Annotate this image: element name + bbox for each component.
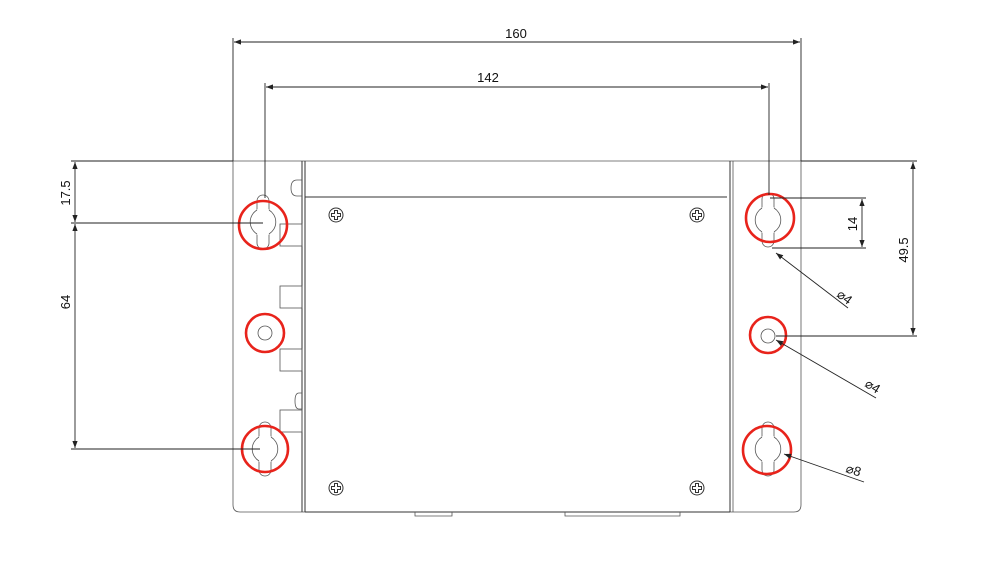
side-connectors	[279, 179, 303, 433]
center-hole-left	[257, 325, 273, 341]
callout-keyhole-diameter: ⌀8	[783, 453, 865, 483]
svg-text:⌀8: ⌀8	[844, 461, 863, 480]
dimension-142: 142	[264, 70, 770, 198]
callout-slot-diameter: ⌀4	[775, 252, 855, 309]
svg-text:142: 142	[477, 70, 499, 85]
dimension-160: 160	[232, 26, 802, 161]
keyhole-bottom-right	[753, 421, 783, 477]
screw-icon	[689, 207, 705, 223]
highlight-circles	[237, 192, 796, 476]
screw-icon	[328, 207, 344, 223]
center-hole-right	[760, 328, 776, 344]
dimension-49-5: 49.5	[776, 160, 917, 337]
screw-icon	[328, 480, 344, 496]
svg-text:⌀4: ⌀4	[862, 376, 883, 397]
mounting-plate	[232, 160, 802, 513]
svg-text:64: 64	[58, 295, 73, 309]
screw-icon	[689, 480, 705, 496]
svg-text:14: 14	[845, 217, 860, 231]
svg-text:⌀4: ⌀4	[834, 286, 855, 307]
svg-text:17.5: 17.5	[58, 180, 73, 205]
device-body	[305, 196, 727, 517]
dimension-14: 14	[770, 197, 866, 249]
callout-center-hole-diameter: ⌀4	[775, 339, 883, 399]
svg-text:160: 160	[505, 26, 527, 41]
svg-text:49.5: 49.5	[896, 237, 911, 262]
dimension-17-5: 17.5	[58, 160, 263, 224]
dimension-64: 64	[58, 224, 260, 450]
